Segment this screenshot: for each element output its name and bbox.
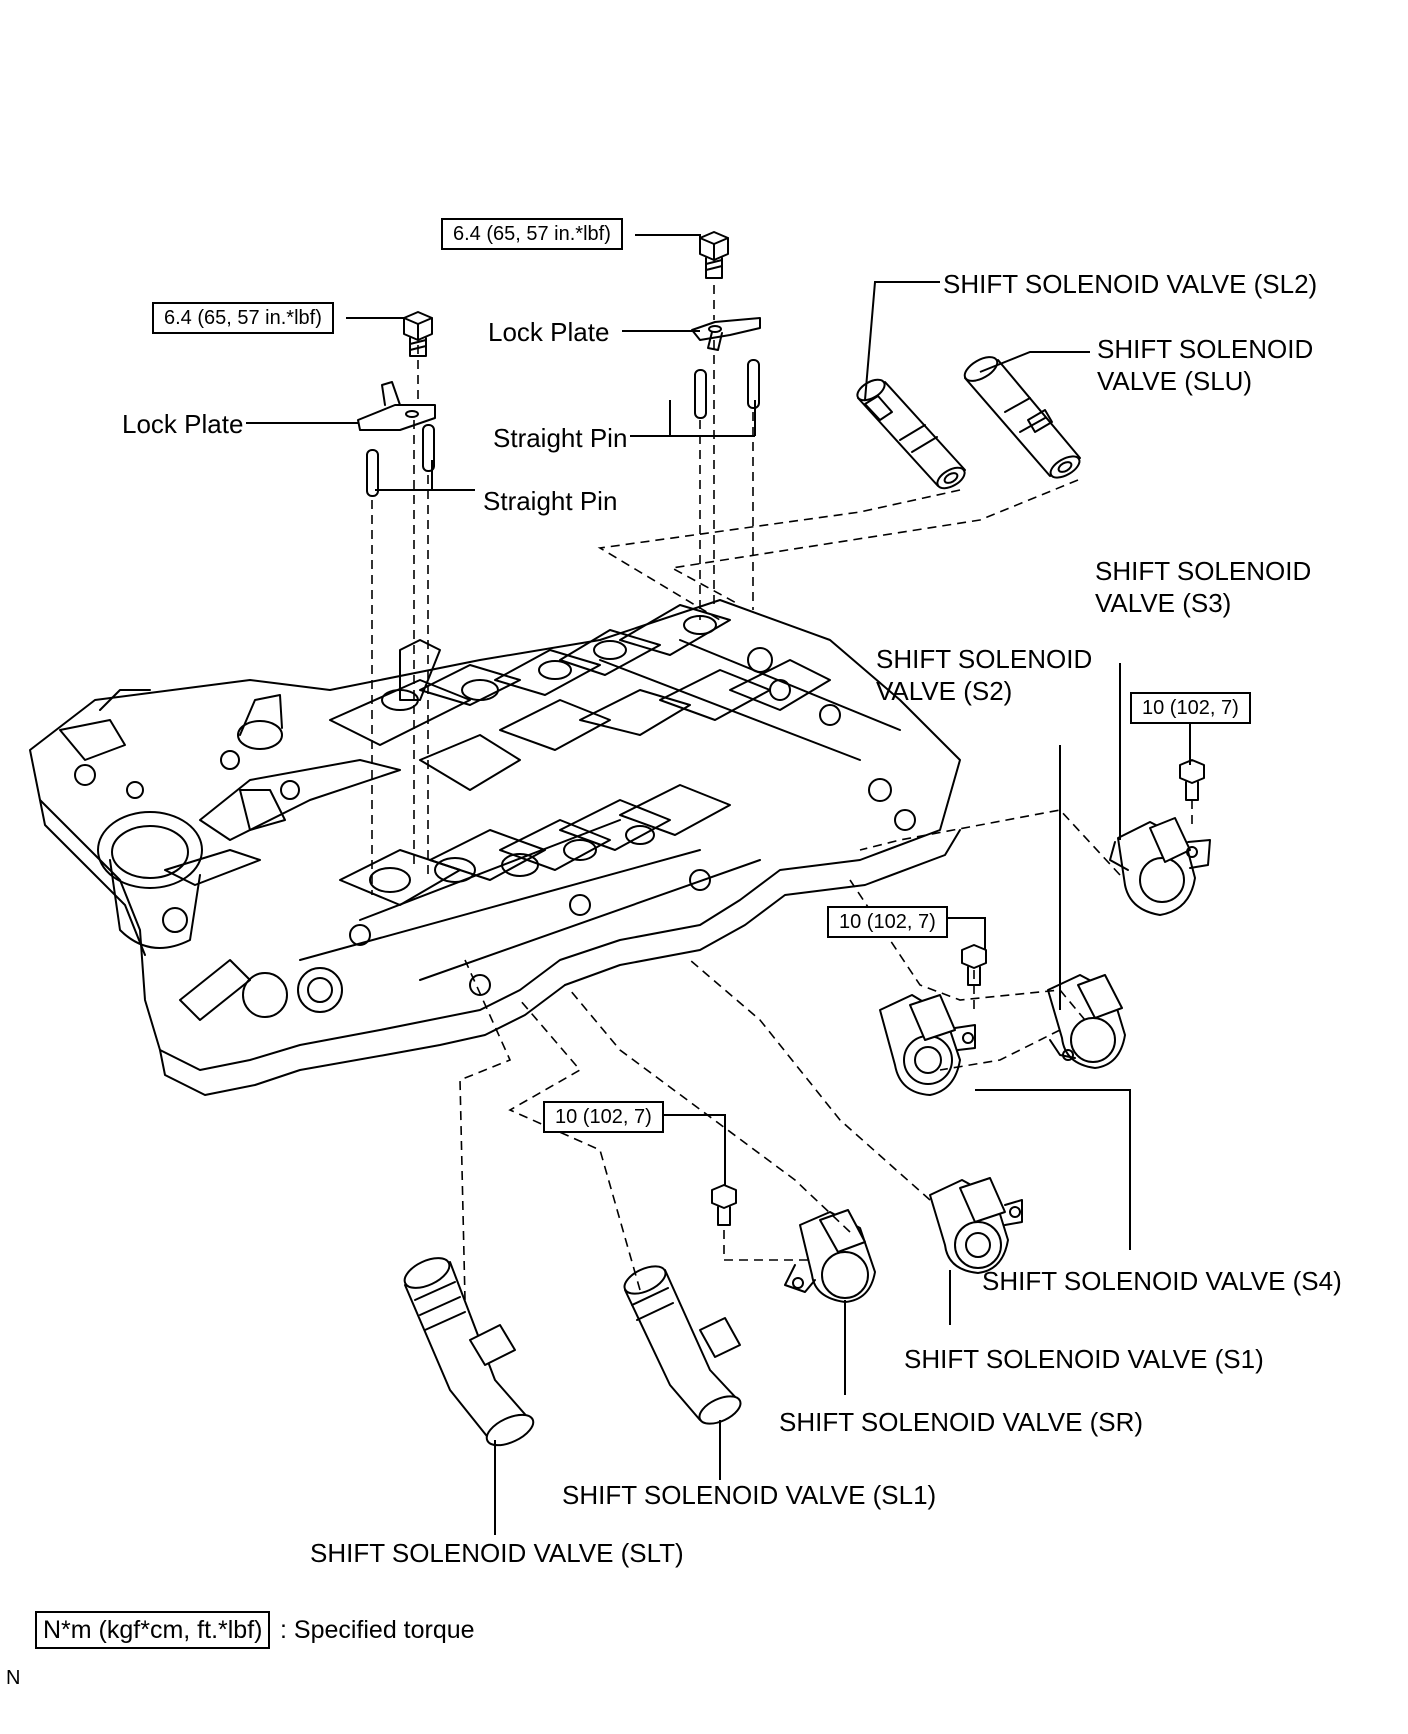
label-s3: SHIFT SOLENOID VALVE (S3) bbox=[1095, 556, 1312, 618]
label-slu: SHIFT SOLENOID VALVE (SLU) bbox=[1097, 334, 1314, 396]
torque-label-s1-bolt: 10 (102, 7) bbox=[827, 906, 948, 938]
torque-label-upper-left: 6.4 (65, 57 in.*lbf) bbox=[152, 302, 334, 334]
center-fastener-group bbox=[691, 231, 761, 419]
torque-label-sr-bolt: 10 (102, 7) bbox=[543, 1101, 664, 1133]
label-sr: SHIFT SOLENOID VALVE (SR) bbox=[779, 1407, 1144, 1437]
s4-solenoid bbox=[929, 1177, 1023, 1274]
torque-label-upper-center: 6.4 (65, 57 in.*lbf) bbox=[441, 218, 623, 250]
label-straight-pin-center: Straight Pin bbox=[493, 423, 628, 453]
label-sl1: SHIFT SOLENOID VALVE (SL1) bbox=[562, 1480, 937, 1510]
label-slt: SHIFT SOLENOID VALVE (SLT) bbox=[310, 1538, 684, 1568]
sl1-solenoid bbox=[623, 1265, 742, 1425]
s2-solenoid bbox=[1047, 974, 1126, 1069]
label-lock-plate-left: Lock Plate bbox=[122, 409, 244, 439]
left-fastener-group bbox=[357, 311, 436, 497]
legend-description: : Specified torque bbox=[280, 1616, 475, 1644]
slu-solenoid bbox=[963, 356, 1081, 479]
legend-unit-box: N*m (kgf*cm, ft.*lbf) bbox=[35, 1611, 271, 1649]
slt-solenoid bbox=[403, 1257, 535, 1447]
label-s4: SHIFT SOLENOID VALVE (S4) bbox=[982, 1266, 1342, 1296]
label-straight-pin-left: Straight Pin bbox=[483, 486, 618, 516]
torque-label-s3-bolt: 10 (102, 7) bbox=[1130, 692, 1251, 724]
s1-solenoid bbox=[879, 944, 987, 1096]
s3-solenoid bbox=[1109, 759, 1211, 916]
valve-body bbox=[29, 599, 961, 1096]
label-s1: SHIFT SOLENOID VALVE (S1) bbox=[904, 1344, 1264, 1374]
sr-solenoid bbox=[711, 1184, 876, 1303]
leader-lines bbox=[246, 234, 1251, 1535]
sl2-solenoid bbox=[856, 378, 966, 490]
label-lock-plate-center: Lock Plate bbox=[488, 317, 610, 347]
label-s2: SHIFT SOLENOID VALVE (S2) bbox=[876, 644, 1093, 706]
figure-code: N bbox=[6, 1667, 21, 1689]
label-sl2: SHIFT SOLENOID VALVE (SL2) bbox=[943, 269, 1318, 299]
alignment-lines bbox=[371, 285, 1193, 1301]
